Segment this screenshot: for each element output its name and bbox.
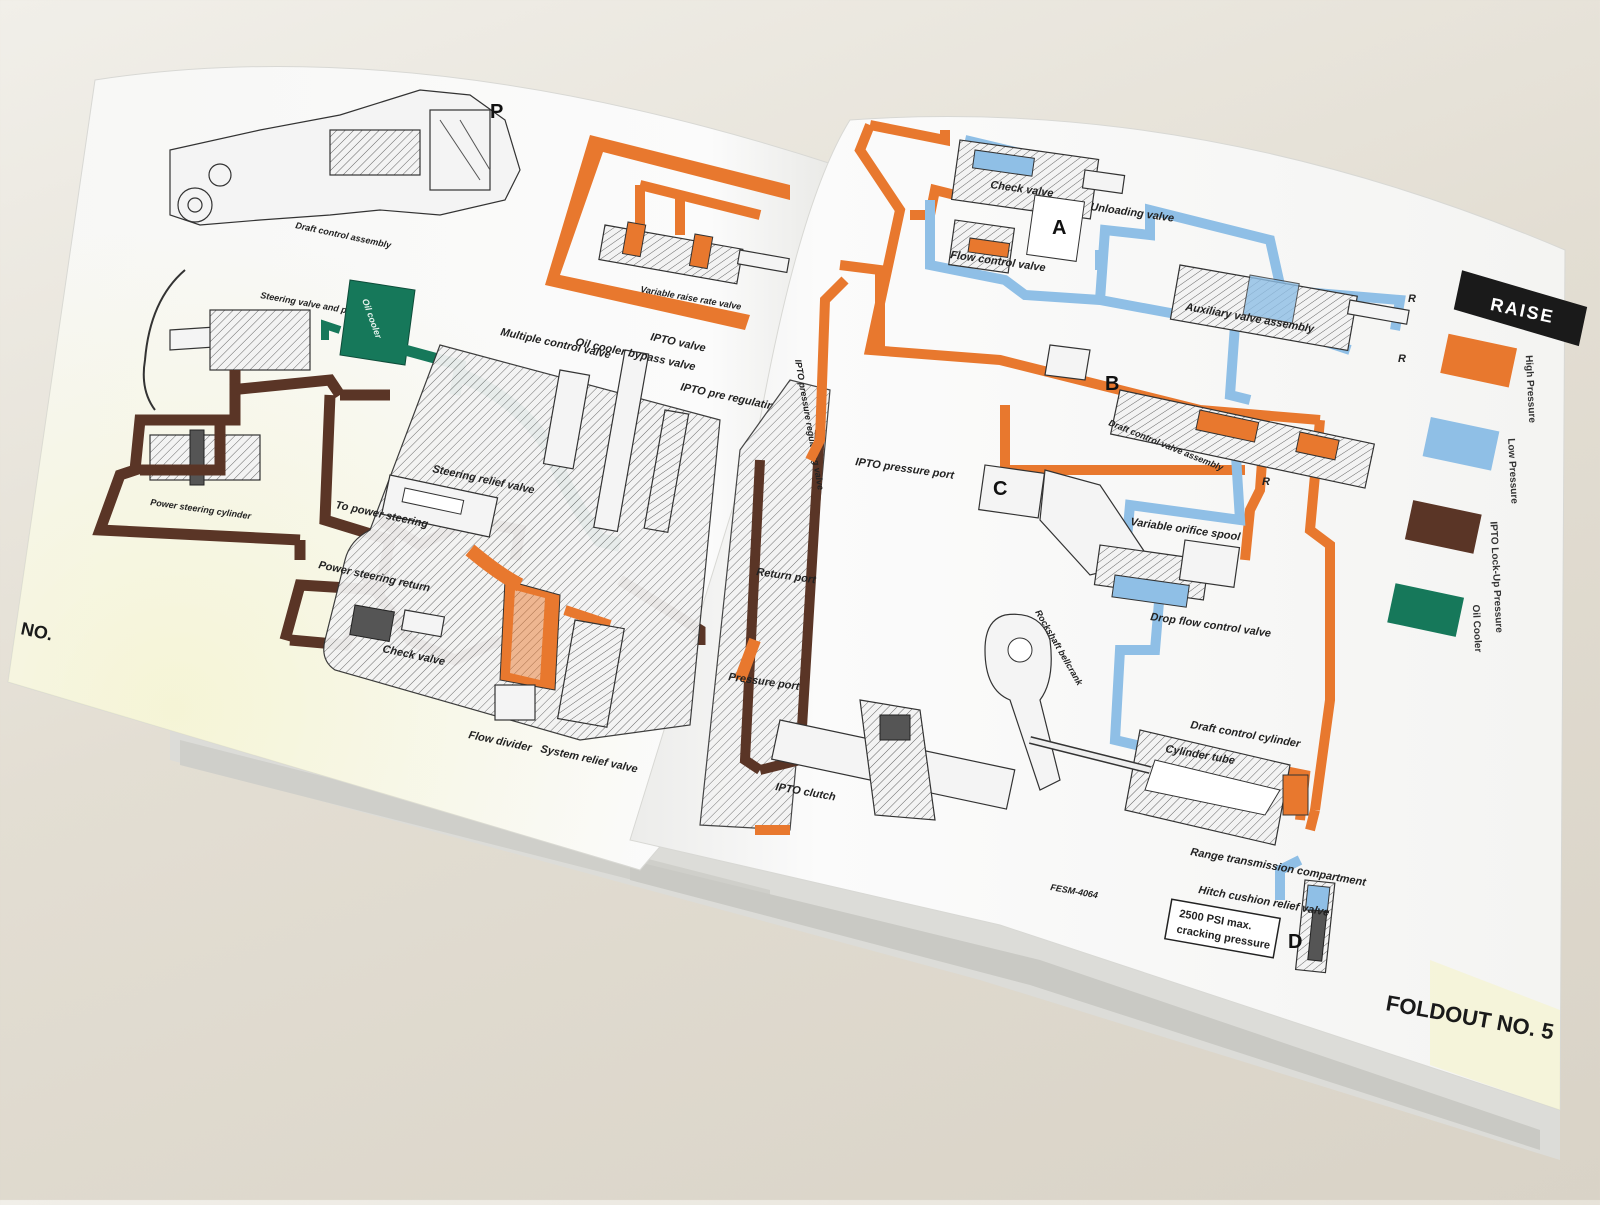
rockshaft-and-cylinder: Rockshaft bellcrank Draft control cylind… [984,608,1309,846]
letter-r-1: R [1408,293,1416,305]
legend-label-0: High Pressure [1523,355,1538,424]
legend-swatch-2 [1404,500,1482,554]
legend-title-bar [1453,270,1588,347]
legend-label-1: Low Pressure [1505,438,1519,505]
letter-c: C [993,478,1007,500]
letter-a: A [1052,217,1066,239]
auxiliary-valve-assembly: Auxiliary valve assembly R R [1169,264,1416,365]
draft-control-assembly-sketch: P Draft control assembly [169,89,521,250]
right-page [629,116,1566,1111]
multiple-control-valve-body [323,344,721,741]
letter-p: P [490,101,503,123]
letter-b: B [1105,373,1119,395]
legend-swatch-0 [1440,333,1518,388]
letter-r-2: R [1398,353,1406,365]
letter-d: D [1288,931,1302,953]
legend-swatch-3 [1387,583,1465,637]
letter-r-3: R [1262,476,1270,488]
legend-label-3: Oil Cooler [1470,604,1483,652]
legend-swatch-1 [1422,416,1500,471]
